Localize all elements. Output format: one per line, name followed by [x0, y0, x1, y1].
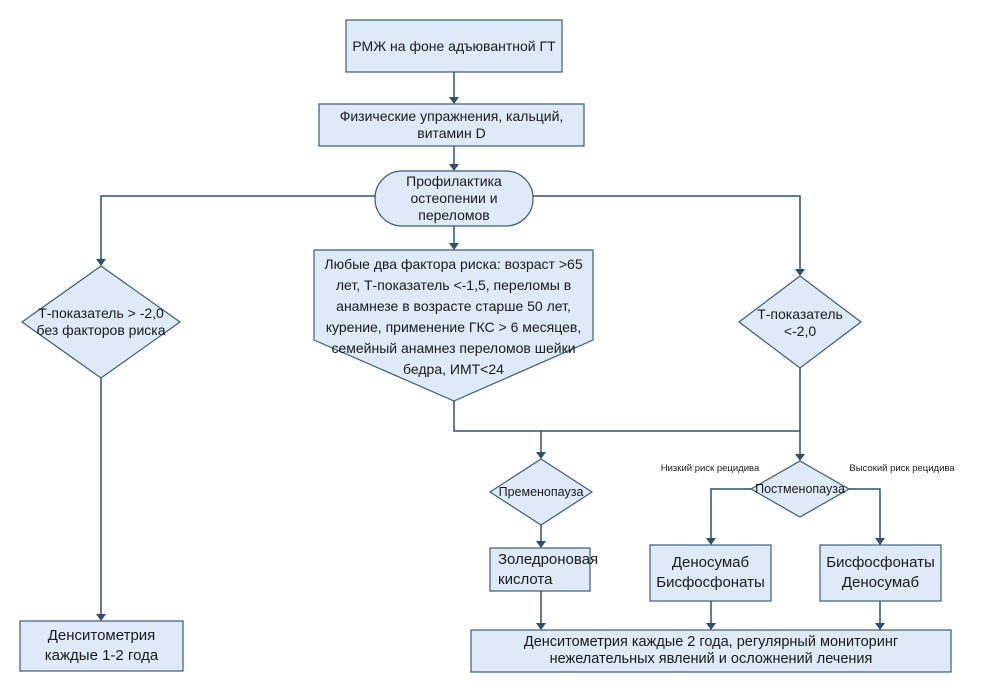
arrowhead — [96, 614, 106, 621]
node-exercise-label: Физические упражнения, кальций, витамин … — [339, 108, 564, 141]
node-postmenopause-label: Постменопауза — [755, 481, 845, 496]
connector-prophylaxis-to-left — [100, 195, 375, 260]
node-premenopause-label: Пременопауза — [498, 484, 584, 499]
connector-prophylaxis-to-right — [533, 195, 801, 270]
node-zoledronic-shape — [489, 547, 591, 592]
node-exercise-shape — [318, 103, 585, 147]
arrowhead — [536, 452, 546, 459]
edge-label-low-risk: Низкий риск рецидива — [660, 462, 760, 474]
arrowhead — [449, 164, 459, 171]
arrowhead — [449, 243, 459, 250]
edge-label-high-risk: Высокий риск рецидива — [849, 462, 955, 474]
node-right-decision-label: Т-показатель <-2,0 — [757, 306, 843, 339]
node-rmzh-shape — [345, 19, 563, 73]
connector-postmenopause-to-high — [849, 488, 881, 539]
arrowhead — [795, 454, 805, 461]
node-postmenopause-shape — [749, 460, 851, 518]
node-densitometry-left-shape — [19, 620, 184, 672]
connector-postmenopause-to-low — [710, 488, 751, 539]
arrowhead — [795, 269, 805, 276]
node-zoledronic-label: Золедроновая кислота — [498, 550, 599, 588]
arrowhead — [536, 541, 546, 548]
arrowhead — [875, 538, 885, 545]
connector-risk-to-junction — [453, 401, 800, 432]
node-rmzh-label: РМЖ на фоне адъювантной ГТ — [352, 37, 556, 54]
node-densitometry-left-label: Денситометрия каждые 1-2 года — [44, 627, 159, 664]
arrowhead — [706, 623, 716, 630]
arrowhead — [706, 538, 716, 545]
node-bis-denosumab-label: Бисфосфонаты Деносумаб — [826, 554, 935, 591]
node-risk-factors-label: Любые два фактора риска: возраст >65 лет… — [324, 256, 583, 377]
node-left-decision-label: Т-показатель > -2,0 без факторов риска — [36, 305, 166, 338]
arrowhead — [449, 97, 459, 104]
node-densitometry-bottom-label: Денситометрия каждые 2 года, регулярный … — [523, 634, 899, 667]
node-densitometry-bottom-shape — [470, 629, 952, 673]
arrowhead — [875, 623, 885, 630]
node-risk-factors-shape — [313, 249, 594, 402]
arrowhead — [96, 259, 106, 266]
node-prophylaxis-label: Профилактика остеопении и переломов — [406, 173, 502, 223]
arrowhead — [536, 623, 546, 630]
node-denosumab-bis-label: Деносумаб Бисфосфонаты — [656, 554, 765, 591]
